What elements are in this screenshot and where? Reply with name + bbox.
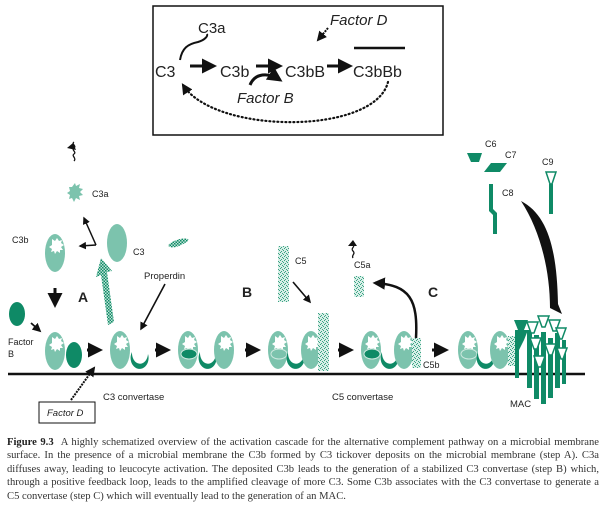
factor-d-box: [38, 401, 96, 424]
c5a-release-arrow: [372, 277, 418, 339]
label-c3: C3: [133, 247, 145, 257]
free-c5: [278, 246, 289, 302]
bound-factor-b: [66, 342, 82, 368]
inset-c3bB: C3bB: [285, 64, 325, 81]
mac-complex: [458, 315, 569, 404]
inset-c3bBb: C3bBb: [353, 64, 402, 81]
label-factor-b-line2: B: [8, 349, 14, 359]
caption-text: A highly schematized overview of the act…: [7, 437, 599, 502]
inset-box: C3 C3b C3bB C3bBb C3a Factor B Factor D: [152, 5, 444, 136]
figure-caption: Figure 9.3 A highly schematized overview…: [7, 436, 599, 503]
figure-label: Figure 9.3: [7, 437, 54, 448]
c3a-diffusion-squiggle: [72, 141, 76, 162]
factor-d-arrow: [316, 27, 329, 42]
step-b-label: B: [242, 284, 252, 300]
c3b-split-arrow: [78, 241, 97, 250]
label-c3b: C3b: [12, 235, 29, 245]
factor-b-bind-arrow: [30, 322, 42, 333]
step-c-label: C: [428, 284, 438, 300]
squiggle-arrowhead: [67, 143, 76, 150]
c3a-split-arrow: [83, 216, 97, 246]
c3a-fragment: [67, 183, 83, 202]
free-c5a: [354, 276, 364, 297]
free-factor-b: [9, 302, 25, 326]
inset-c3a: C3a: [198, 20, 226, 37]
label-c7: C7: [505, 150, 517, 160]
c5-bind-arrow: [292, 281, 312, 304]
c9-head: [544, 171, 558, 185]
step-a: C3a C3b C3 A Factor B: [8, 141, 189, 401]
mac-assembly-arrow: [521, 201, 562, 314]
c6-molecule: [467, 153, 482, 162]
c5a-squiggle: [351, 243, 355, 259]
feedback-loop-arrow: [181, 80, 390, 124]
label-c9: C9: [542, 157, 554, 167]
inset-c3: C3: [155, 64, 176, 81]
c5a-squiggle-arrowhead: [348, 240, 357, 246]
label-c6: C6: [485, 139, 497, 149]
c5-cleaved-complex: [361, 331, 421, 369]
tickover-arrow: [96, 258, 114, 325]
factor-d-dashed-arrow: [70, 366, 96, 401]
c3-convertase-complex: [110, 331, 149, 369]
label-mac: MAC: [510, 399, 531, 410]
complement-pathway-diagram: C3 C3b C3bB C3bBb C3a Factor B Factor D …: [8, 5, 585, 424]
label-c5-convertase: C5 convertase: [332, 392, 393, 403]
label-c3a: C3a: [92, 189, 109, 199]
label-c8: C8: [502, 188, 514, 198]
inset-c3b: C3b: [220, 64, 249, 81]
c7-molecule: [484, 163, 507, 172]
c9-stalk: [549, 184, 553, 214]
label-c5a: C5a: [354, 260, 371, 270]
stabilized-c3-convertase: [178, 331, 234, 369]
step-a-label: A: [78, 289, 88, 305]
c3a-release-curve: [179, 33, 209, 61]
inset-factor-b: Factor B: [237, 90, 294, 107]
free-c3: [107, 224, 127, 262]
label-properdin: Properdin: [144, 271, 185, 282]
factor-b-curve-arrow: [248, 67, 283, 86]
label-factor-b-line1: Factor: [8, 337, 34, 347]
label-c5: C5: [295, 256, 307, 266]
free-c3b: [45, 234, 65, 272]
inset-factor-d: Factor D: [330, 12, 388, 29]
label-factor-d-box: Factor D: [47, 408, 84, 419]
properdin-arrow: [140, 283, 166, 331]
properdin-molecule: [168, 238, 189, 248]
deposited-c3b: [45, 332, 65, 370]
label-c3-convertase: C3 convertase: [103, 392, 164, 403]
c5-convertase-complex: [268, 313, 329, 371]
label-c5b: C5b: [423, 360, 440, 370]
c8-molecule: [489, 184, 497, 234]
